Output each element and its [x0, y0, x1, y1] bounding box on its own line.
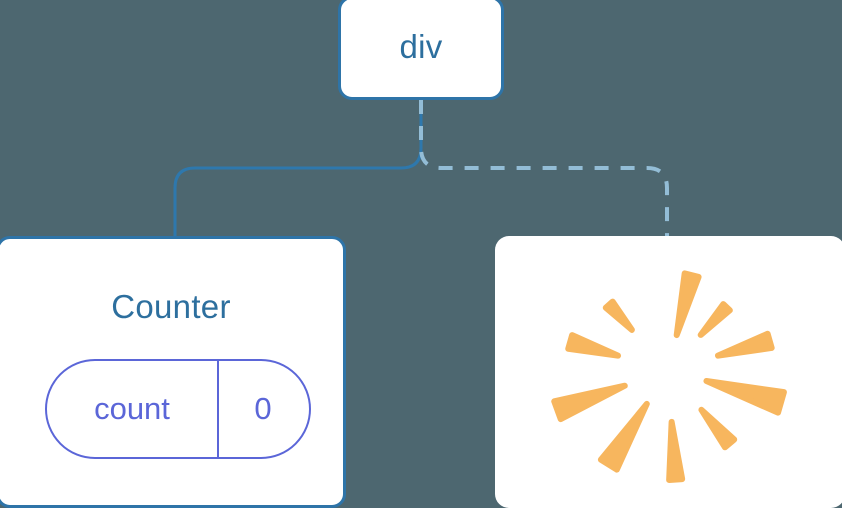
sparkle-ray-3: [703, 378, 787, 416]
state-pill-key: count: [94, 391, 170, 426]
sparkle-burst-icon: [551, 270, 787, 483]
sparkle-ray-1: [697, 301, 733, 338]
node-effect[interactable]: [495, 236, 842, 508]
node-div-label: div: [399, 28, 443, 65]
node-div[interactable]: div: [338, 0, 504, 100]
sparkle-ray-8: [565, 332, 622, 359]
sparkle-ray-6: [597, 400, 650, 473]
state-pill-value: 0: [254, 391, 272, 426]
node-counter-label: Counter: [111, 288, 231, 325]
sparkle-ray-7: [551, 382, 628, 423]
state-pill-divider: [217, 359, 219, 459]
state-pill-count[interactable]: count 0: [45, 359, 311, 459]
node-counter[interactable]: Counter count 0: [0, 236, 346, 508]
sparkle-ray-4: [698, 406, 738, 451]
edge-div-to-counter: [173, 98, 423, 240]
sparkle-ray-2: [714, 330, 775, 359]
edge-div-to-effect: [419, 100, 669, 238]
sparkle-ray-0: [673, 270, 702, 339]
sparkle-ray-9: [602, 298, 635, 333]
sparkle-ray-5: [666, 418, 686, 483]
